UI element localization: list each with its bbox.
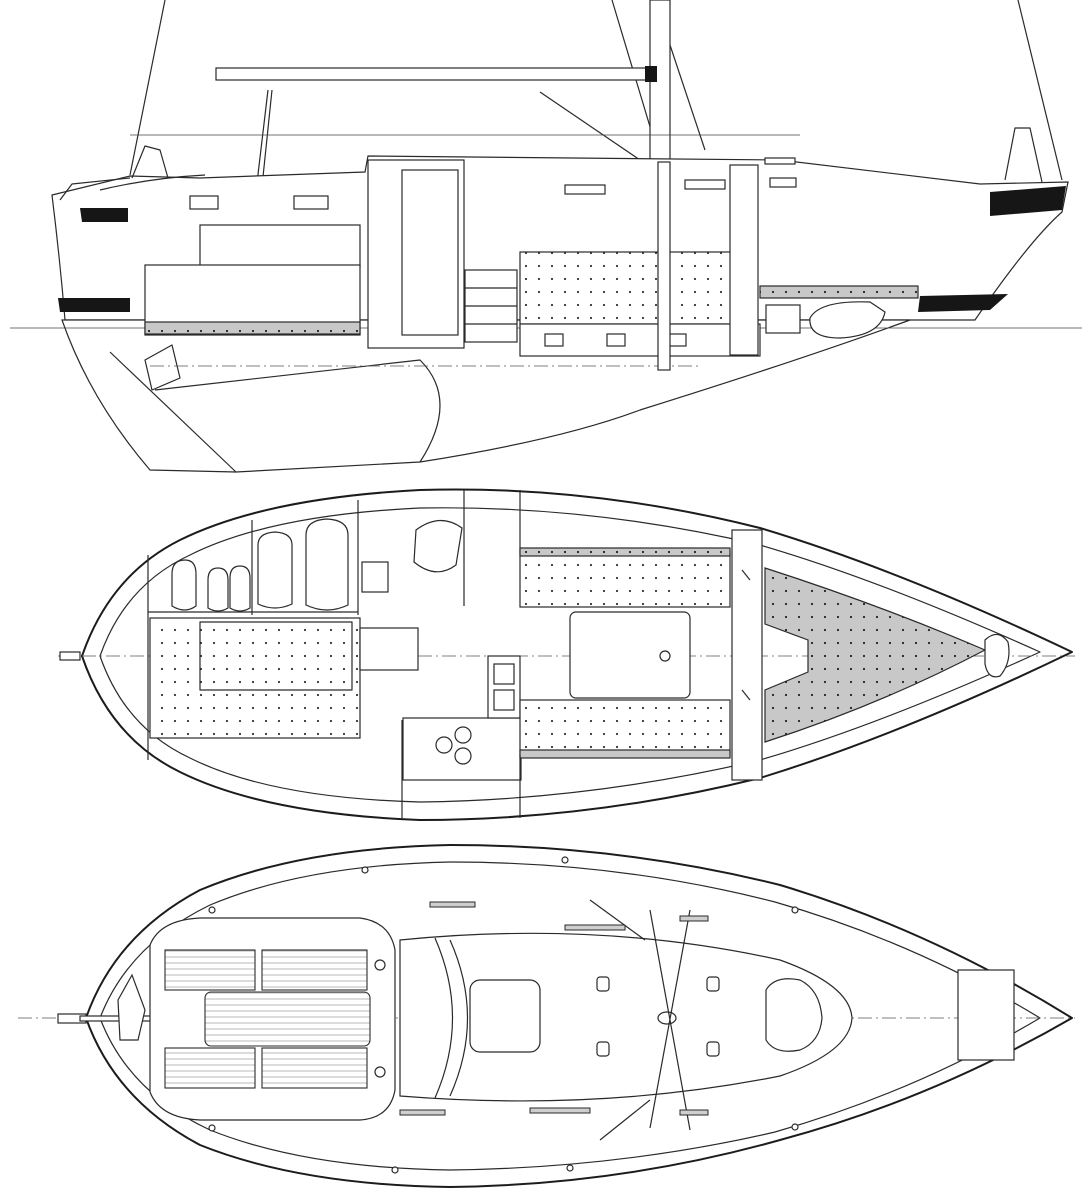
dorade-stbd-fwd: [706, 1041, 720, 1057]
anchor-rode-coil: [984, 633, 1010, 678]
boom-vang: [539, 91, 641, 161]
mast-compression-post: [657, 161, 671, 371]
fore-cabin-port: [765, 304, 801, 334]
settee-back-port: [519, 547, 731, 557]
backstay-line: [129, 0, 166, 176]
fender-2: [229, 565, 251, 612]
tiller-arm: [59, 177, 131, 201]
dorade-port-fwd: [706, 976, 720, 992]
saloon-port-1: [564, 184, 606, 195]
settee-locker-2: [606, 333, 626, 347]
track-stbd-2: [529, 1107, 591, 1114]
cockpit-seat-fwd-stbd: [261, 1047, 368, 1089]
fore-hatch: [764, 157, 796, 165]
forestay-line: [1017, 0, 1063, 181]
boot-stripe-bow: [918, 294, 1008, 312]
boot-stripe-aft: [58, 298, 130, 312]
winch-port: [374, 959, 386, 971]
cockpit-well-outline: [199, 621, 353, 691]
v-berth: [764, 567, 987, 743]
sail-bag-1: [257, 531, 293, 609]
cockpit-seat-aft-stbd: [164, 1047, 256, 1089]
rudder-skeg: [144, 344, 181, 391]
deck-plan-view: [18, 844, 1075, 1188]
quarter-berth-cushion: [144, 321, 361, 335]
companionway-door: [401, 169, 459, 336]
tiller: [99, 174, 206, 191]
port-light-aft-2: [293, 195, 329, 210]
sheer-stripe-aft: [80, 208, 128, 222]
spreader-port: [649, 909, 691, 1129]
hull-underbody: [61, 319, 911, 473]
hull-outline-accommodation: [81, 488, 1073, 821]
v-berth-cushion: [759, 285, 919, 299]
dorade-port-aft: [596, 976, 610, 992]
saloon-port-3: [769, 177, 797, 188]
burner-3: [454, 747, 472, 765]
gooseneck: [645, 66, 657, 82]
cabin-top: [399, 932, 853, 1102]
cockpit-sole-grating: [204, 991, 371, 1047]
main-hatch: [469, 979, 541, 1053]
settee-back-starboard: [519, 749, 731, 759]
rudder-stock: [59, 651, 81, 661]
quarter-berth-plan: [149, 617, 361, 739]
genoa-track-port: [679, 915, 709, 922]
main-bulkhead: [729, 164, 759, 356]
burner-2: [454, 726, 472, 744]
cockpit-seat-fwd-port: [261, 949, 368, 991]
keel-root: [154, 359, 441, 463]
accommodation-plan-view: [58, 488, 1075, 821]
saloon-port-2: [684, 179, 726, 190]
sea-hood-inner: [449, 939, 468, 1097]
hull-inner-line: [99, 507, 1041, 803]
lazarette-hatch: [117, 973, 146, 1041]
winch-stbd: [374, 1066, 386, 1078]
saloon-settee-back: [519, 251, 733, 325]
mast: [649, 0, 671, 181]
track-port-2: [564, 924, 626, 931]
cockpit-locker: [199, 224, 361, 268]
genoa-track-stbd: [679, 1109, 709, 1116]
sail-bag-2: [305, 518, 349, 611]
ice-box-lid-1: [493, 663, 515, 685]
stern-pulpit: [131, 145, 169, 179]
track-stbd-1: [399, 1109, 446, 1116]
boom: [215, 67, 653, 81]
bow-pulpit: [1004, 127, 1043, 183]
forward-bulkhead: [731, 529, 763, 781]
settee-locker-1: [544, 333, 564, 347]
saloon-table: [569, 611, 691, 699]
stanchion-bases: [208, 856, 799, 1174]
fore-hatch-plan: [765, 978, 823, 1052]
galley-counter: [359, 627, 419, 671]
fender-1: [207, 567, 229, 612]
hanging-locker-hooks: [741, 569, 751, 701]
saloon-settee-starboard: [519, 699, 731, 756]
ice-box-lid-2: [493, 689, 515, 711]
keel-leading-edge: [109, 351, 237, 473]
saloon-settee-port: [519, 551, 731, 608]
sea-hood: [434, 937, 454, 1099]
burner-1: [435, 736, 453, 754]
sheer-stripe-bow: [990, 186, 1066, 216]
shroud-lines: [589, 899, 651, 1141]
settee-locker-3: [667, 333, 687, 347]
profile-view: [10, 0, 1082, 473]
dorade-stbd-aft: [596, 1041, 610, 1057]
track-port-1: [429, 901, 476, 908]
anchor-locker-bag: [809, 301, 886, 339]
mast-plan: [657, 1011, 677, 1025]
cockpit-seat-aft-port: [164, 949, 256, 991]
hull-outline-deck: [85, 844, 1073, 1188]
galley-cutout: [413, 519, 463, 573]
mast-step: [659, 650, 671, 662]
bow-deck-locker: [957, 969, 1015, 1061]
galley-sink: [361, 561, 389, 593]
port-light-aft-1: [189, 195, 219, 210]
coiled-line: [171, 559, 197, 611]
